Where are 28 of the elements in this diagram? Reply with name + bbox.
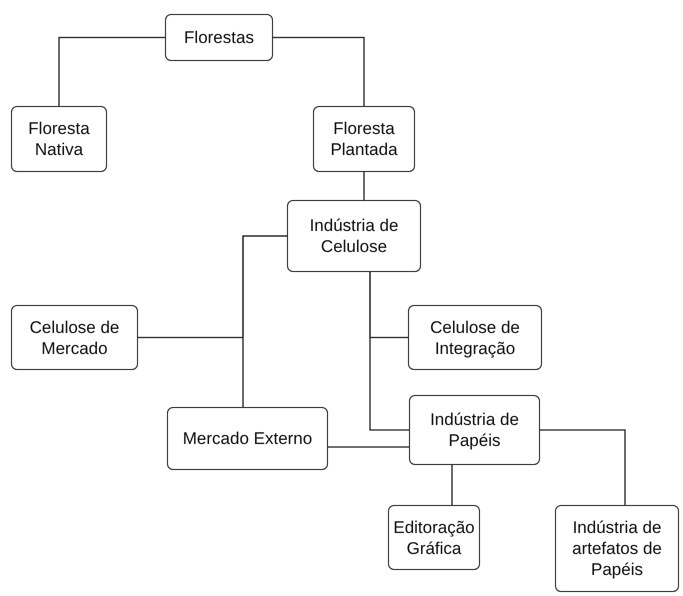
box-label: Indústria de Celulose — [308, 215, 400, 257]
process-box — [313, 106, 415, 172]
process-box — [165, 14, 273, 61]
connector-line — [369, 272, 409, 431]
connector-line — [363, 172, 365, 200]
process-box — [555, 505, 679, 592]
connector-line — [328, 446, 409, 448]
box-label: Indústria de Papéis — [429, 409, 520, 451]
connector-line — [242, 235, 287, 407]
process-box — [408, 305, 542, 370]
process-box — [287, 200, 421, 272]
process-box — [11, 106, 107, 172]
process-box — [409, 395, 540, 465]
process-box — [167, 407, 328, 470]
box-label: Celulose de Integração — [429, 316, 521, 358]
process-box — [11, 305, 138, 370]
box-label: Indústria de artefatos de Papéis — [571, 517, 663, 580]
connector-line — [58, 36, 165, 106]
connector-line — [273, 36, 365, 106]
process-box — [388, 505, 480, 570]
connector-line — [451, 465, 453, 505]
box-label: Mercado Externo — [182, 428, 312, 449]
box-label: Celulose de Mercado — [28, 316, 120, 358]
connector-line — [540, 429, 626, 505]
box-label: Floresta Plantada — [329, 118, 399, 160]
box-label: Editoração Gráfica — [393, 516, 475, 558]
box-label: Floresta Nativa — [27, 118, 91, 160]
box-label: Florestas — [184, 27, 254, 48]
